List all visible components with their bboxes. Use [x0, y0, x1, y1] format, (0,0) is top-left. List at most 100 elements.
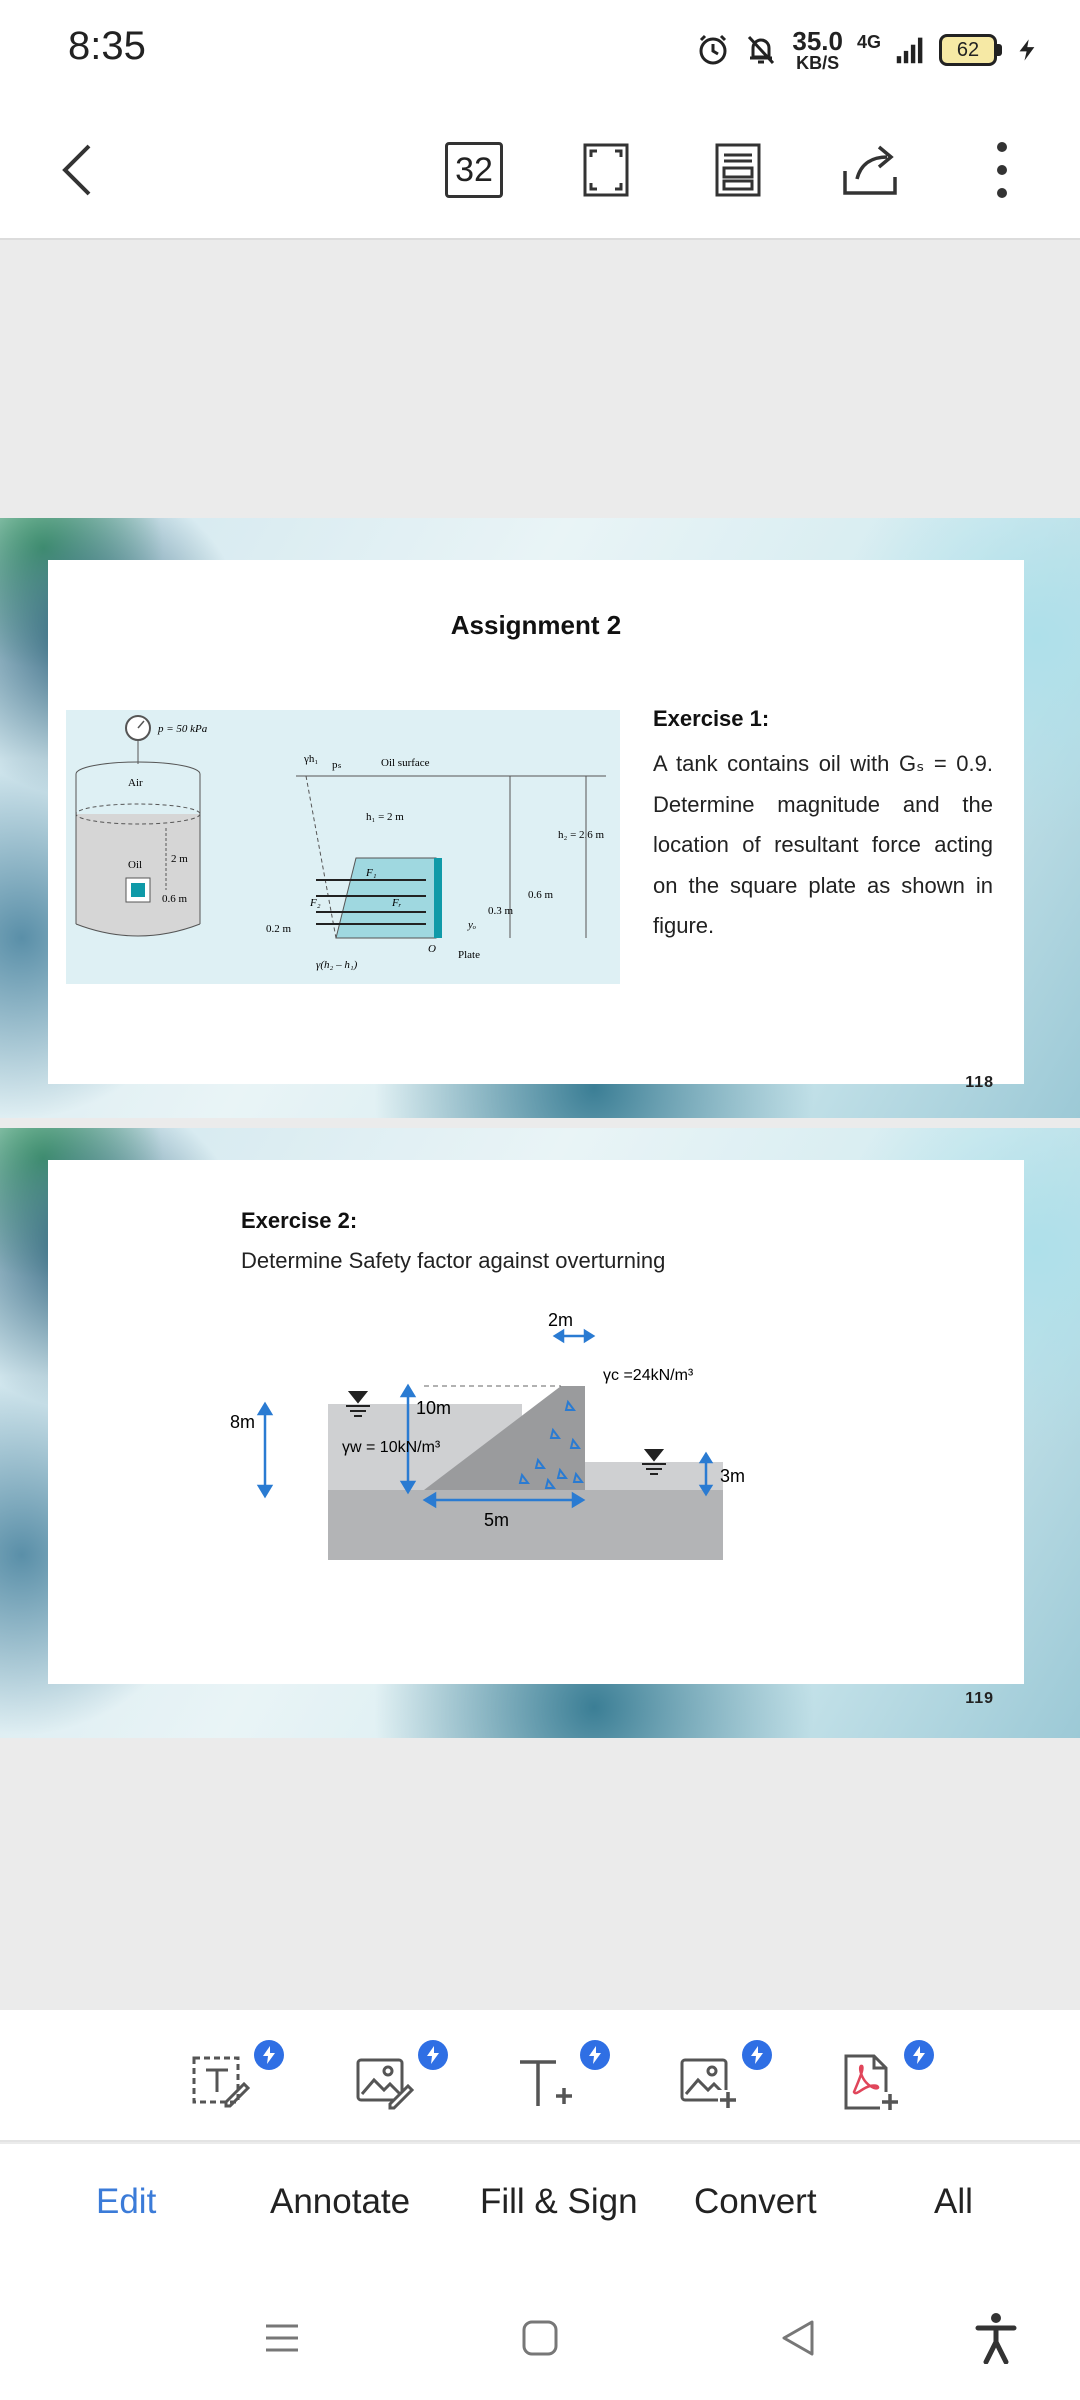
oil-label: Oil — [128, 859, 142, 871]
bolt-icon — [751, 2046, 763, 2064]
tab-convert[interactable]: Convert — [694, 2182, 817, 2221]
add-text-tool[interactable] — [516, 2040, 610, 2120]
page-number: 32 — [445, 142, 503, 198]
nav-back-button[interactable] — [768, 2308, 828, 2368]
dim-0-6m-label: 0.6 m — [162, 893, 188, 905]
gamma-w-label: γw = 10kN/m³ — [342, 1439, 441, 1456]
tab-all[interactable]: All — [934, 2182, 973, 2221]
slide-content: Exercise 2: Determine Safety factor agai… — [48, 1160, 1024, 1684]
top-width-label: 2m — [548, 1310, 573, 1330]
back-triangle-icon — [782, 2320, 814, 2356]
signal-icon — [896, 37, 923, 64]
premium-badge — [254, 2040, 284, 2070]
air-label: Air — [128, 777, 143, 789]
h1-label: h₁ = 2 m — [366, 811, 404, 823]
document-viewer[interactable]: Assignment 2 p = 50 kPa Air Oil 2 — [0, 240, 1080, 2010]
top-toolbar: 32 — [0, 100, 1080, 240]
charging-icon — [1019, 39, 1035, 61]
network-speed-unit: KB/S — [796, 53, 840, 73]
tab-edit[interactable]: Edit — [96, 2182, 157, 2221]
gamma-h1-label: γh₁ — [303, 753, 318, 765]
network-speed-value: 35.0 — [792, 26, 843, 56]
plate-label: Plate — [458, 949, 480, 961]
d06-label: 0.6 m — [528, 889, 554, 901]
dim-2m-label: 2 m — [171, 853, 188, 865]
menu-lines-icon — [266, 2324, 298, 2352]
text-add-icon — [520, 2060, 572, 2106]
tab-annotate[interactable]: Annotate — [270, 2182, 411, 2221]
water-8m-label: 8m — [230, 1412, 255, 1432]
bolt-icon — [427, 2046, 439, 2064]
fullscreen-button[interactable] — [564, 128, 648, 212]
exercise-1-body: A tank contains oil with Gₛ = 0.9. Deter… — [653, 751, 993, 938]
mute-bell-icon — [748, 35, 775, 65]
edit-text-tool[interactable] — [190, 2040, 284, 2120]
accessibility-button[interactable] — [966, 2308, 1026, 2368]
pdf-add-icon — [844, 2054, 898, 2110]
fullscreen-icon — [583, 143, 629, 197]
yo-label: yₒ — [467, 919, 476, 931]
pressure-label: p = 50 kPa — [157, 723, 208, 735]
premium-badge — [904, 2040, 934, 2070]
back-arrow-icon — [62, 144, 91, 196]
image-add-icon — [680, 2058, 736, 2108]
status-icons: 35.0 KB/S 4G 62 — [696, 22, 1040, 78]
recent-apps-button[interactable] — [252, 2308, 312, 2368]
bolt-icon — [589, 2046, 601, 2064]
f2-label: F₂ — [309, 897, 321, 909]
f1-label: F₁ — [365, 867, 377, 879]
tank-figure: p = 50 kPa Air Oil 2 m 0.6 m Oil surface… — [66, 710, 620, 984]
battery-tip — [997, 44, 1002, 56]
dam-figure: 2m γc =24kN/m³ 10m 8m γw = 10kN/m³ 5m 3m — [230, 1310, 745, 1560]
fr-label: Fᵣ — [391, 897, 402, 909]
exercise-2-subtitle: Determine Safety factor against overturn… — [241, 1248, 666, 1273]
slide-118: Assignment 2 p = 50 kPa Air Oil 2 — [0, 518, 1080, 1118]
ps-label: pₛ — [332, 759, 342, 771]
o-label: O — [428, 943, 436, 955]
exercise-2-title: Exercise 2: — [241, 1208, 358, 1233]
h2-label: h₂ = 2.6 m — [558, 829, 605, 841]
premium-badge — [418, 2040, 448, 2070]
page-view-button[interactable] — [696, 128, 780, 212]
share-button[interactable] — [828, 128, 912, 212]
battery-indicator: 62 — [939, 34, 1002, 66]
battery-level: 62 — [939, 34, 997, 66]
text-box-edit-icon — [192, 2056, 250, 2108]
status-bar: 8:35 35.0 KB/S 4G 62 — [0, 0, 1080, 100]
slide-title: Assignment 2 — [450, 610, 622, 640]
slide-119: Exercise 2: Determine Safety factor agai… — [0, 1128, 1080, 1738]
tools-bar — [0, 2010, 1080, 2142]
network-type: 4G — [856, 31, 881, 52]
gamma-diff-label: γ(h₂ – h₁) — [316, 959, 358, 971]
pdf-tool[interactable] — [840, 2040, 934, 2120]
more-icon — [997, 142, 1007, 198]
premium-badge — [580, 2040, 610, 2070]
accessibility-icon — [975, 2313, 1017, 2364]
premium-badge — [742, 2040, 772, 2070]
gamma-c-label: γc =24kN/m³ — [603, 1367, 694, 1384]
bolt-icon — [913, 2046, 925, 2064]
height-10m-label: 10m — [416, 1398, 451, 1418]
add-image-tool[interactable] — [678, 2040, 772, 2120]
status-time: 8:35 — [68, 24, 146, 68]
back-button[interactable] — [36, 128, 120, 212]
bolt-icon — [263, 2046, 275, 2064]
tab-fill-sign[interactable]: Fill & Sign — [480, 2182, 638, 2221]
slide-page-number: 118 — [965, 1074, 994, 1091]
d03-label: 0.3 m — [488, 905, 514, 917]
dim-0-2m-label: 0.2 m — [266, 923, 292, 935]
oil-surface-label: Oil surface — [381, 757, 430, 769]
page-view-icon — [715, 143, 761, 197]
alarm-icon — [699, 34, 727, 65]
home-button[interactable] — [510, 2308, 570, 2368]
edit-image-tool[interactable] — [354, 2040, 448, 2120]
more-button[interactable] — [960, 128, 1044, 212]
system-nav-bar — [0, 2264, 1080, 2400]
slide-content: Assignment 2 p = 50 kPa Air Oil 2 — [48, 560, 1024, 1084]
exercise-1-title: Exercise 1: — [653, 706, 770, 731]
network-speed: 35.0 KB/S — [792, 28, 843, 72]
bottom-tabs: Edit Annotate Fill & Sign Convert All — [0, 2144, 1080, 2264]
home-square-icon — [522, 2320, 558, 2356]
page-number-button[interactable]: 32 — [432, 128, 516, 212]
base-5m-label: 5m — [484, 1510, 509, 1530]
